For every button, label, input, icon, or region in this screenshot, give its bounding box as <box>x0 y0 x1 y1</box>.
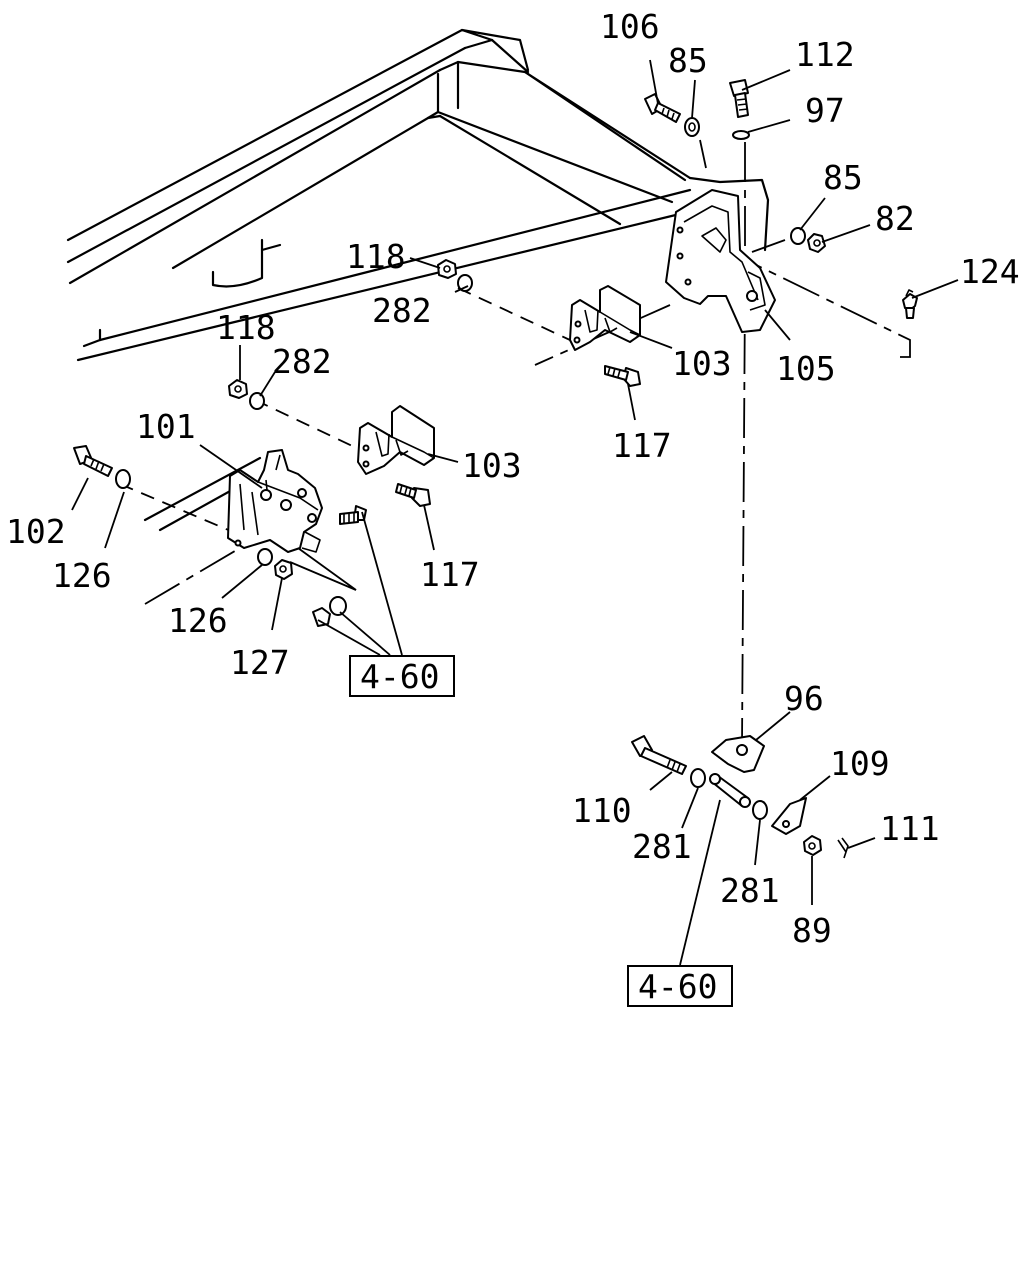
bushing <box>709 773 751 808</box>
washer-85-side <box>790 227 806 245</box>
label-126-lower: 126 <box>168 601 228 640</box>
washer-282-lower <box>249 392 265 410</box>
label-102: 102 <box>6 512 66 551</box>
label-124: 124 <box>960 252 1020 291</box>
label-282-lower: 282 <box>272 342 332 381</box>
nut-82 <box>807 233 826 253</box>
label-281-right: 281 <box>720 871 780 910</box>
washer-281-right <box>752 800 768 820</box>
nut-118-lower <box>228 379 248 399</box>
label-106: 106 <box>600 7 660 46</box>
label-82: 82 <box>875 199 915 238</box>
label-96: 96 <box>784 679 824 718</box>
label-85-side: 85 <box>823 158 863 197</box>
label-103-upper: 103 <box>672 344 732 383</box>
ref-label-right: 4-60 <box>638 967 717 1006</box>
fastener-106-bolt <box>644 93 681 123</box>
label-282-upper: 282 <box>372 291 432 330</box>
leader-lines <box>71 59 959 966</box>
stud-bolt <box>339 505 367 525</box>
washer-126-left <box>115 469 131 489</box>
shackle-96 <box>711 735 765 773</box>
label-118-upper: 118 <box>346 237 406 276</box>
grease-fitting-124 <box>902 289 918 319</box>
label-118-lower: 118 <box>216 308 276 347</box>
bolt-117-upper <box>604 365 641 387</box>
chassis-frame <box>66 28 770 532</box>
part-labels: 106 85 112 97 85 82 124 105 118 282 103 … <box>6 7 1020 950</box>
bracket-105 <box>665 189 776 333</box>
label-110: 110 <box>572 791 632 830</box>
label-117-upper: 117 <box>612 426 672 465</box>
washer-85-upper <box>684 117 700 137</box>
reference-box-left: 4-60 <box>349 655 455 697</box>
reference-box-right: 4-60 <box>627 965 733 1007</box>
nut-118-upper <box>437 259 457 279</box>
label-127: 127 <box>230 643 290 682</box>
nut-89 <box>803 835 822 856</box>
bolt-117-lower <box>395 483 431 507</box>
washer-126-lower <box>257 548 273 566</box>
cotter-pin-111 <box>837 837 849 859</box>
fastener-112-bolt <box>729 79 749 118</box>
bracket-103-lower <box>357 405 435 475</box>
washer-281-left <box>690 768 706 788</box>
label-85-upper: 85 <box>668 41 708 80</box>
plate-109 <box>771 797 807 835</box>
lock-ring-97 <box>732 130 750 140</box>
label-281-left: 281 <box>632 827 692 866</box>
label-89: 89 <box>792 911 832 950</box>
nut-127 <box>274 559 293 580</box>
label-126-left: 126 <box>52 556 112 595</box>
label-117-lower: 117 <box>420 555 480 594</box>
bracket-101 <box>227 449 323 553</box>
label-101: 101 <box>136 407 196 446</box>
label-111: 111 <box>880 809 940 848</box>
label-97: 97 <box>805 91 845 130</box>
shackle-parts <box>312 596 347 627</box>
bracket-103-upper <box>569 285 641 351</box>
label-112: 112 <box>795 35 855 74</box>
label-103-lower: 103 <box>462 446 522 485</box>
washer-282-upper <box>457 274 473 292</box>
label-109: 109 <box>830 744 890 783</box>
bolt-110 <box>631 735 687 775</box>
bolt-102 <box>73 445 113 477</box>
label-105: 105 <box>776 349 836 388</box>
ref-label-left: 4-60 <box>360 657 439 696</box>
